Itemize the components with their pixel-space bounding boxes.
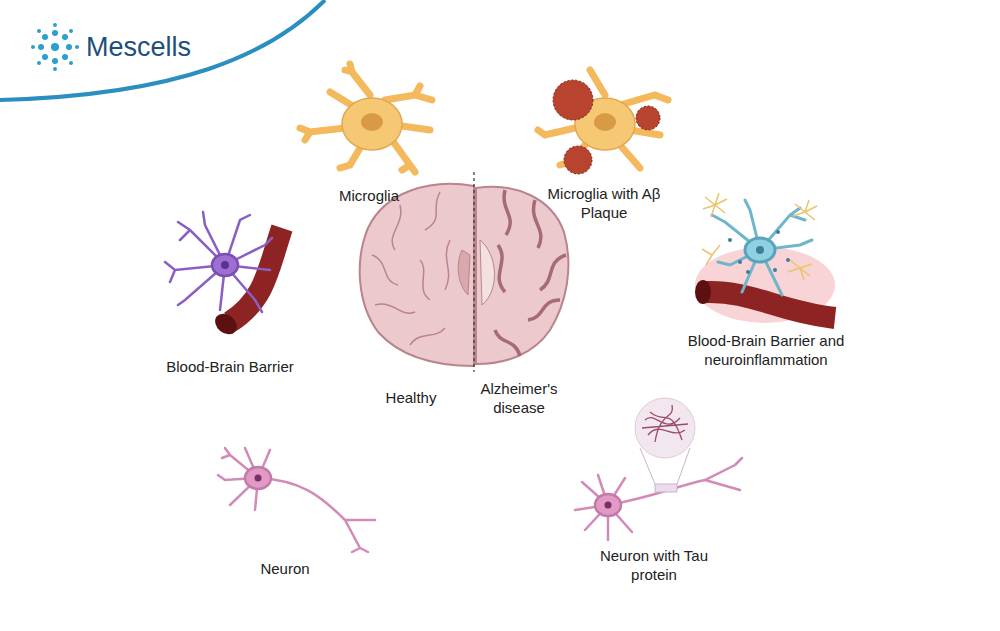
cell-label: Blood-Brain Barrier and neuroinflammatio… [666, 331, 866, 369]
inflammatory-particles [728, 230, 790, 274]
cell-label: Neuron with Tau protein [594, 546, 714, 584]
cell-label: Microglia with Aβ Plaque [534, 184, 674, 222]
neuron-cell [218, 448, 375, 552]
microglia-with-plaque [538, 70, 668, 174]
tau-inset [635, 398, 695, 484]
microglia-cell [300, 64, 432, 172]
header-band [0, 0, 325, 100]
header-ground [0, 0, 325, 100]
section-label: Alzheimer's disease [469, 379, 569, 417]
header-curve [0, 0, 325, 100]
cell-label: Microglia [289, 186, 449, 205]
logo-icon [31, 23, 79, 71]
inflamed-microglia [702, 193, 817, 280]
neuron-with-tau [575, 458, 742, 540]
brain-alzheimer-half [476, 187, 568, 364]
divider-line [473, 172, 474, 372]
brain-healthy-half [360, 184, 474, 366]
logo-wordmark: Mescells [86, 31, 191, 63]
cell-label: Neuron [225, 559, 345, 578]
blood-vessel-healthy [211, 228, 282, 339]
section-label: Healthy [366, 388, 456, 407]
amyloid-plaque [553, 80, 660, 174]
cell-label: Blood-Brain Barrier [140, 357, 320, 376]
astrocyte-cell [165, 212, 272, 312]
